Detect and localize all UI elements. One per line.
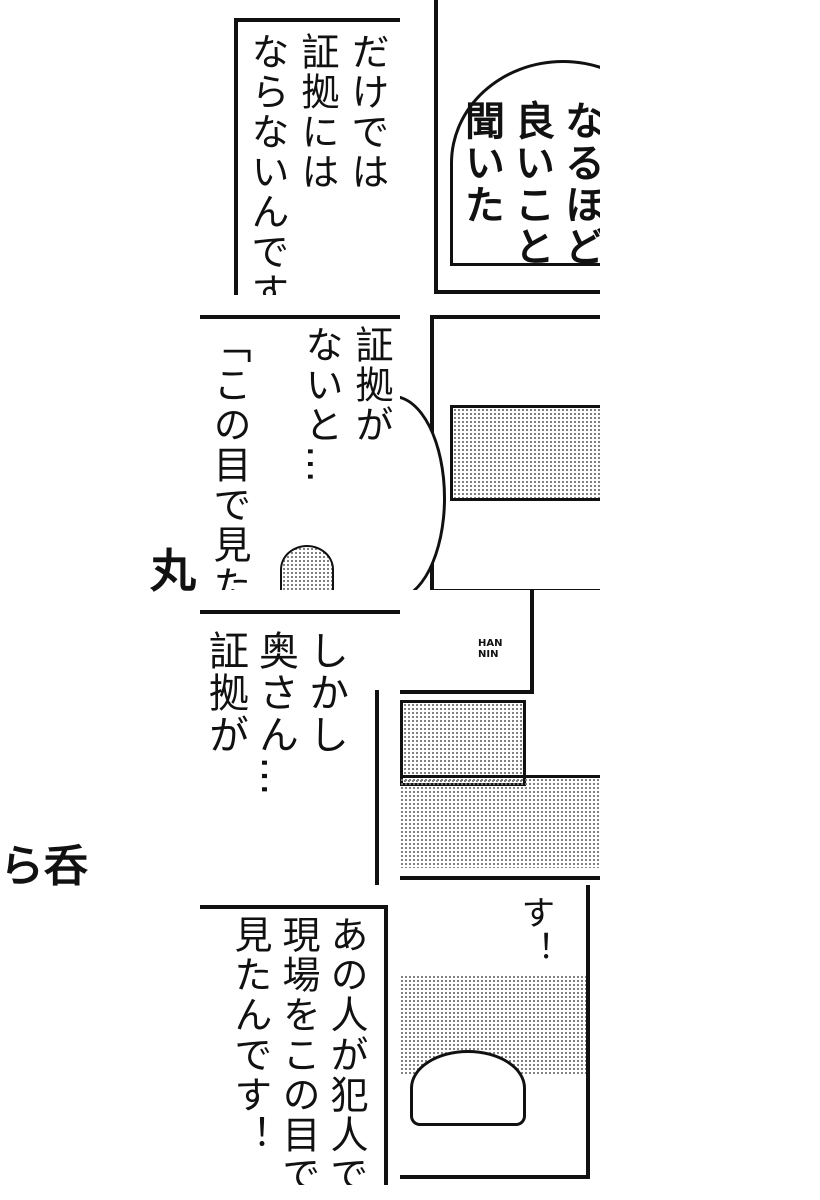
balloon-edge (200, 610, 400, 614)
shirt-text: HAN NIN (478, 638, 503, 660)
speech-text: 「この目で見た」 (207, 325, 251, 590)
side-text: 丸 (150, 544, 196, 598)
speech-box (234, 18, 400, 295)
panel-tile-3: 「この目で見た」 証拠が ないと… (200, 295, 400, 590)
panel-tile-2: なるほど 良いこと 聞いた (400, 0, 600, 295)
character-hair (280, 545, 334, 590)
character-head (410, 1050, 526, 1126)
balloon-edge (200, 315, 400, 319)
window-frame (400, 590, 534, 694)
speech-text: あの人が犯人で 現場をこの目で 見たんです！ (228, 915, 368, 1185)
panel-line (400, 876, 600, 880)
panel-tile-5: しかし 奥さん… 証拠が (200, 590, 400, 885)
speech-text: なるほど 良いこと 聞いた (458, 100, 600, 268)
panel-tile-7: あの人が犯人で 現場をこの目で 見たんです！ (200, 885, 400, 1185)
speech-text: だけでは 証拠には ならないんです (245, 32, 389, 295)
panel-line (375, 690, 379, 885)
side-text: ら呑 (0, 841, 88, 892)
speech-text: 証拠が ないと… (299, 325, 393, 485)
speech-box (200, 905, 388, 1185)
panel-tile-4 (400, 295, 600, 590)
table-illustration (400, 775, 600, 868)
speech-text: しかし 奥さん… 証拠が (202, 630, 348, 798)
panel-tile-1: だけでは 証拠には ならないんです (200, 0, 400, 295)
desk-illustration (400, 700, 526, 786)
panel-tile-8: す！ (400, 885, 590, 1185)
speech-text: す！ (515, 895, 555, 967)
panel-tile-6: HAN NIN (400, 590, 600, 885)
desk-illustration (450, 405, 600, 501)
